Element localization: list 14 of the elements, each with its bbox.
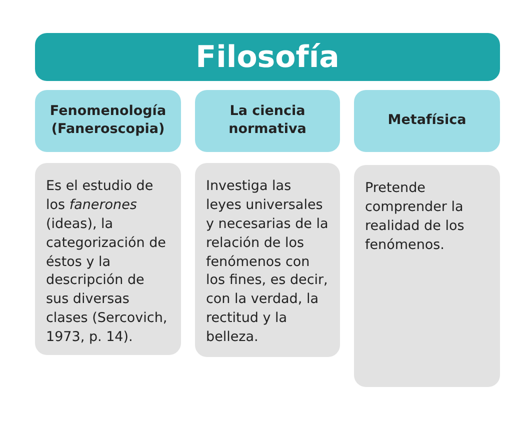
category-header <box>195 90 340 152</box>
description-card <box>195 163 340 357</box>
description-card <box>35 163 181 355</box>
description-text: Pretende comprender la realidad de los fenómenos. <box>365 179 466 255</box>
header-text: Metafísica <box>388 112 466 130</box>
header-text: Fenomenología (Faneroscopia) <box>48 103 168 139</box>
header-text: La ciencia normativa <box>228 103 308 139</box>
description-text: Investiga las leyes universales y necesarias de la relación de los fenómenos con los fines, es decir, con la verdad, la rectitud y la belleza. <box>206 177 330 348</box>
title-banner <box>35 33 500 81</box>
title-text: Filosofía <box>196 40 340 74</box>
category-header <box>35 90 181 152</box>
description-text: Es el estudio de los fanerones (ideas), la categorización de éstos y la descripción de sus diversas clases (Sercovich, 1973, p. 14). <box>46 177 168 348</box>
category-header <box>354 90 500 152</box>
description-card <box>354 165 500 387</box>
